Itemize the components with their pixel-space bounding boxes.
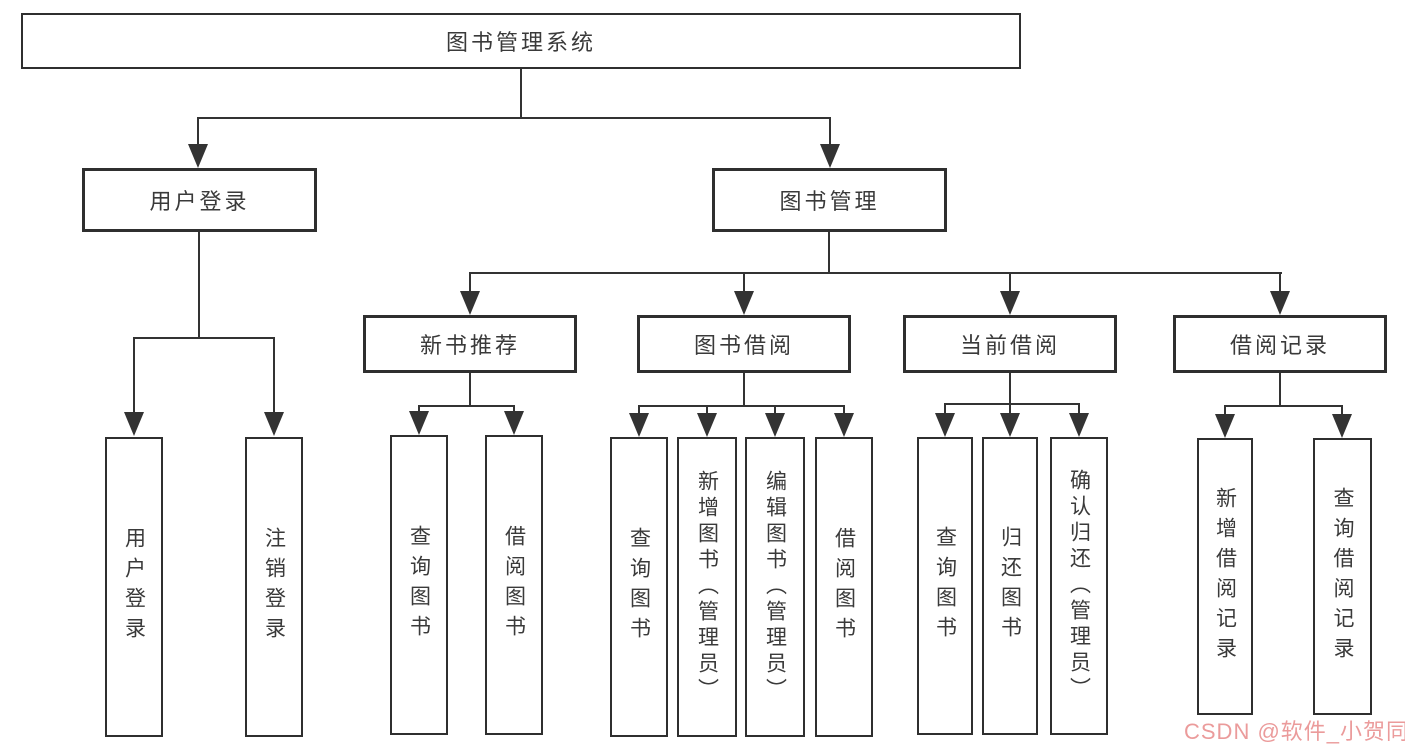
leaf-label: 新增借阅记录 [1213,486,1237,667]
arrow-down-icon [697,413,717,437]
node-label: 图书借阅 [693,333,794,358]
connector-root-stem [520,69,522,117]
connector-bookmgmt-drop-2 [743,272,745,293]
arrow-down-icon [935,413,955,437]
connector-bookmgmt-drop-1 [469,272,471,293]
node-borrow-record: 借阅记录 [1173,315,1387,373]
connector-cb-drop-2 [1009,403,1011,416]
leaf-cb-query-book: 查询图书 [917,437,973,735]
leaf-label: 新增图书（管理员） [695,470,719,704]
leaf-logout: 注销登录 [245,437,303,737]
node-current-borrow: 当前借阅 [903,315,1117,373]
connector-cb-stem [1009,373,1011,403]
arrow-down-icon [460,291,480,315]
connector-br-drop-1 [1224,405,1226,417]
node-new-book-recommend: 新书推荐 [363,315,577,373]
connector-bb-drop-1 [638,405,640,416]
connector-br-drop-2 [1341,405,1343,417]
node-user-login: 用户登录 [82,168,317,232]
arrow-down-icon [409,411,429,435]
leaf-user-login: 用户登录 [105,437,163,737]
arrow-down-icon [1069,413,1089,437]
arrow-down-icon [1000,291,1020,315]
leaf-br-query-record: 查询借阅记录 [1313,438,1372,715]
leaf-label: 用户登录 [122,527,146,647]
leaf-label: 查询图书 [627,527,651,647]
arrow-down-icon [264,412,284,436]
node-label: 新书推荐 [419,333,520,358]
connector-nbr-rail [418,405,515,407]
leaf-label: 归还图书 [998,526,1022,646]
leaf-cb-return-book: 归还图书 [982,437,1038,735]
leaf-label: 查询图书 [407,525,431,645]
connector-br-stem [1279,373,1281,405]
arrow-down-icon [820,144,840,168]
connector-root-drop-1 [197,117,199,146]
arrow-down-icon [188,144,208,168]
leaf-bb-edit-book-admin: 编辑图书（管理员） [745,437,805,737]
connector-nbr-drop-1 [418,405,420,414]
arrow-down-icon [765,413,785,437]
connector-userlogin-stem [198,232,200,337]
connector-cb-rail [944,403,1080,405]
arrow-down-icon [504,411,524,435]
leaf-label: 查询图书 [933,526,957,646]
connector-bb-rail [638,405,845,407]
connector-bb-drop-4 [843,405,845,416]
connector-bb-drop-2 [706,405,708,416]
node-label: 借阅记录 [1229,333,1330,358]
leaf-label: 编辑图书（管理员） [763,470,787,704]
leaf-label: 查询借阅记录 [1331,486,1354,667]
leaf-bb-add-book-admin: 新增图书（管理员） [677,437,737,737]
arrow-down-icon [834,413,854,437]
connector-bookmgmt-stem [828,232,830,272]
leaf-br-add-record: 新增借阅记录 [1197,438,1253,715]
connector-root-rail [197,117,831,119]
connector-bb-stem [743,373,745,405]
arrow-down-icon [1332,414,1352,438]
connector-userlogin-drop-2 [273,337,275,414]
node-root: 图书管理系统 [21,13,1021,69]
arrow-down-icon [629,413,649,437]
arrow-down-icon [734,291,754,315]
connector-cb-drop-3 [1078,403,1080,416]
connector-bookmgmt-drop-3 [1009,272,1011,293]
connector-userlogin-rail [133,337,275,339]
node-label: 图书管理 [779,189,880,214]
leaf-label: 确认归还（管理员） [1067,469,1091,703]
node-label: 当前借阅 [959,333,1060,358]
node-root-label: 图书管理系统 [445,30,596,55]
connector-br-rail [1224,405,1343,407]
leaf-nbr-query-book: 查询图书 [390,435,448,735]
arrow-down-icon [1000,413,1020,437]
arrow-down-icon [1270,291,1290,315]
connector-bookmgmt-rail [470,272,1282,274]
connector-cb-drop-1 [944,403,946,416]
connector-bb-drop-3 [774,405,776,416]
node-book-management: 图书管理 [712,168,947,232]
connector-userlogin-drop-1 [133,337,135,414]
leaf-cb-confirm-return-admin: 确认归还（管理员） [1050,437,1108,735]
arrow-down-icon [124,412,144,436]
csdn-watermark: CSDN @软件_小贺同学 [1184,719,1405,744]
connector-nbr-drop-2 [513,405,515,414]
node-book-borrow: 图书借阅 [637,315,851,373]
arrow-down-icon [1215,414,1235,438]
node-label: 用户登录 [149,189,250,214]
leaf-label: 借阅图书 [502,525,526,645]
connector-nbr-stem [469,373,471,405]
leaf-nbr-borrow-book: 借阅图书 [485,435,543,735]
connector-bookmgmt-drop-4 [1279,272,1281,293]
leaf-label: 借阅图书 [832,527,856,647]
leaf-label: 注销登录 [262,527,286,647]
connector-root-drop-2 [829,117,831,146]
leaf-bb-query-book: 查询图书 [610,437,668,737]
leaf-bb-borrow-book: 借阅图书 [815,437,873,737]
